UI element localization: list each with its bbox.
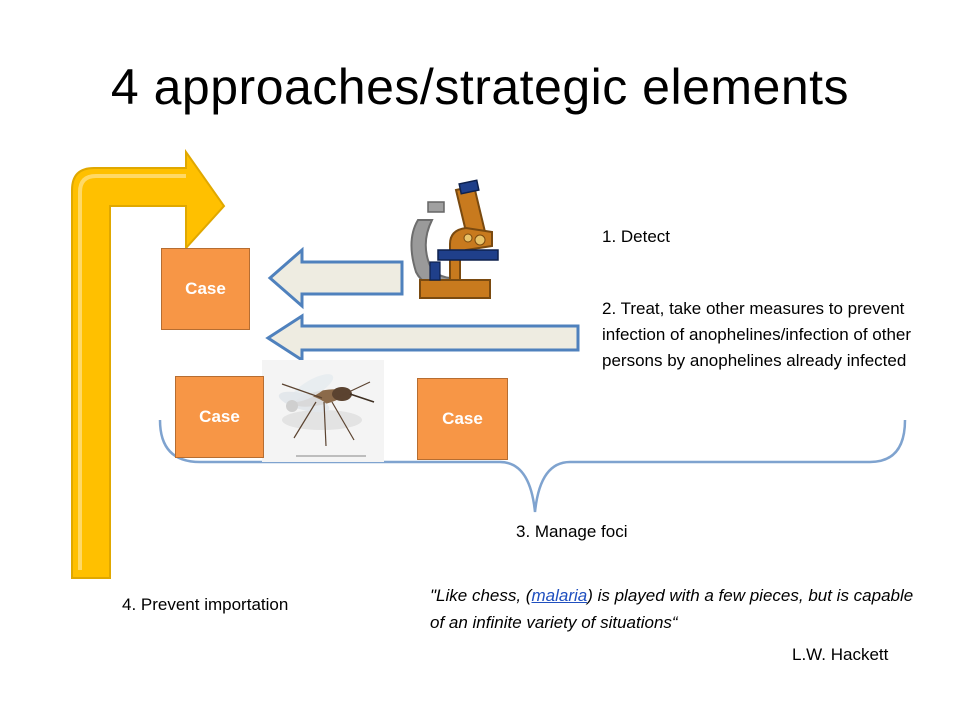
quote-text: "Like chess, (malaria) is played with a … [430,582,920,636]
step-foci-label: 3. Manage foci [516,522,628,541]
step-detect-label: 1. Detect [602,227,671,246]
foci-brace [158,419,907,513]
quote-after: ) is played with a few pieces, but is ca… [430,586,914,632]
malaria-link[interactable]: malaria [531,586,588,605]
step-importation-label: 4. Prevent importation [122,595,289,614]
case-box-top: Case [161,248,250,330]
case-box-bottom-left: Case [175,376,264,458]
mosquito-icon [262,360,384,462]
quote-author: L.W. Hackett [792,645,889,664]
treat-arrow [265,313,580,363]
page-title: 4 approaches/strategic elements [110,59,850,115]
case-box-bottom-right: Case [417,378,508,460]
microscope-icon [410,179,499,299]
importation-arrow [71,148,226,579]
quote-before: "Like chess, ( [430,586,532,605]
step-treat-label: 2. Treat, take other measures to prevent… [602,299,912,370]
detect-arrow [267,246,404,310]
